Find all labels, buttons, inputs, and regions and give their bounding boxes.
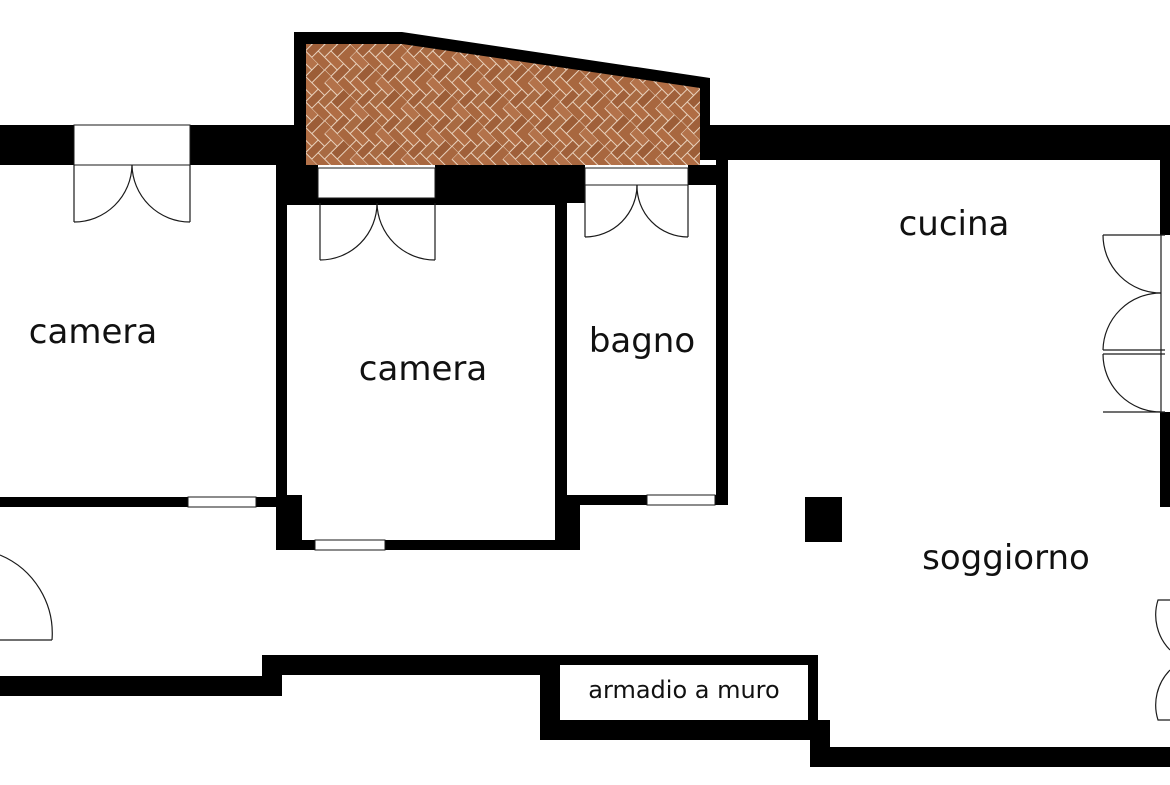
terrace-floor	[306, 44, 700, 165]
window-corridor-left	[187, 496, 257, 508]
window-camera-center	[317, 167, 436, 199]
door-entrance-left	[0, 554, 53, 641]
label-armadio: armadio a muro	[588, 676, 779, 704]
window-bagno	[584, 167, 689, 186]
door-camera-left	[73, 164, 191, 223]
door-cucina-right	[1102, 234, 1165, 413]
door-camera-center	[319, 202, 436, 261]
window-camera-left	[73, 124, 191, 166]
doors	[0, 164, 1170, 721]
window-camera-bottom	[314, 539, 386, 551]
label-bagno: bagno	[589, 321, 695, 361]
walls	[0, 88, 1170, 767]
door-soggiorno-right	[1155, 599, 1170, 721]
room-labels: camera camera bagno cucina soggiorno arm…	[29, 204, 1090, 704]
label-cucina: cucina	[899, 204, 1010, 244]
label-camera-left: camera	[29, 312, 157, 352]
window-bagno-bottom	[646, 494, 716, 506]
windows	[73, 124, 716, 551]
terrace	[294, 32, 710, 165]
label-soggiorno: soggiorno	[922, 538, 1090, 578]
door-bagno	[584, 184, 689, 238]
label-camera-center: camera	[359, 349, 487, 389]
